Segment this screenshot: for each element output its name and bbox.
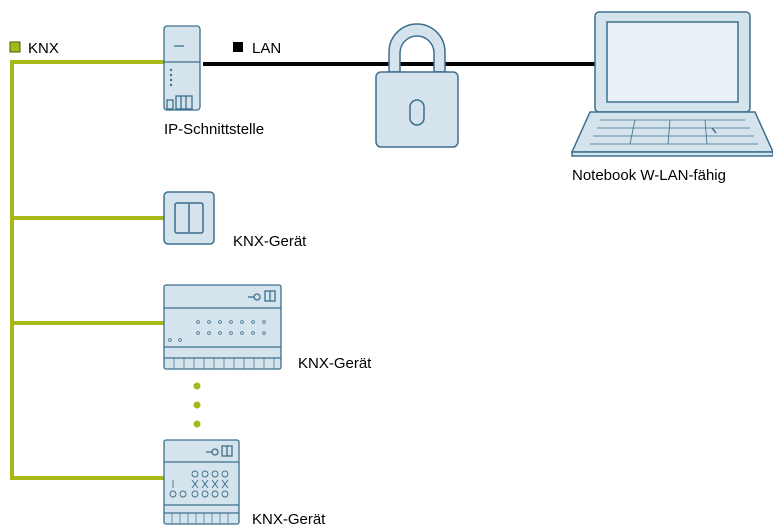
knx-bus xyxy=(10,60,164,480)
knx-switch-label: KNX-Gerät xyxy=(233,233,307,250)
knx-dimmer-label: KNX-Gerät xyxy=(252,511,326,528)
switch-icon xyxy=(163,191,215,245)
knx-bus-main xyxy=(10,60,164,480)
notebook-label: Notebook W-LAN-fähig xyxy=(572,167,726,184)
ip-interface-icon xyxy=(163,25,201,111)
knx-legend-label: KNX xyxy=(28,40,59,57)
lan-legend-label: LAN xyxy=(252,40,281,57)
lock-icon xyxy=(375,23,459,148)
dimmer-icon xyxy=(163,439,240,525)
continuation-dots xyxy=(193,382,201,428)
lan-legend-swatch xyxy=(233,42,243,52)
actuator-icon xyxy=(163,284,282,370)
ip-interface-label: IP-Schnittstelle xyxy=(164,121,264,138)
knx-legend-swatch xyxy=(9,41,21,53)
laptop-icon xyxy=(570,11,773,157)
knx-actuator-label: KNX-Gerät xyxy=(298,355,372,372)
